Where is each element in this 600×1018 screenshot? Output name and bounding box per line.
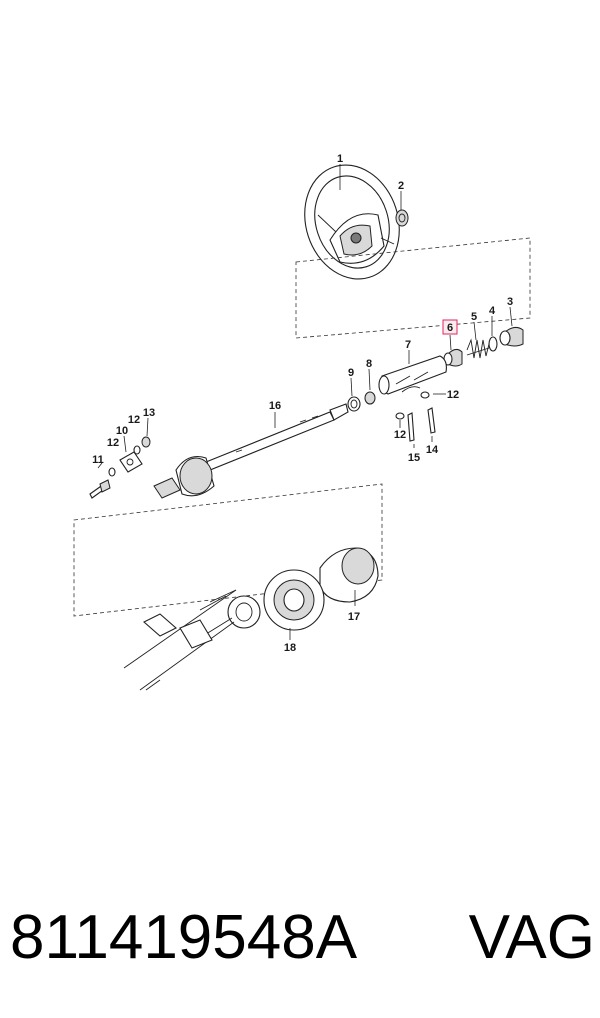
callout-13: 13 (143, 407, 155, 419)
steering-wheel-nut (395, 209, 409, 227)
ring-part-9 (347, 396, 361, 412)
callout-16: 16 (269, 400, 281, 412)
leader-lines (97, 164, 513, 640)
callout-17: 17 (348, 611, 360, 623)
boot-part-17 (319, 547, 379, 603)
part-number: 811419548A (10, 902, 358, 972)
callout-1: 1 (337, 153, 343, 165)
grommet-part-18 (227, 569, 325, 631)
callout-12-right: 12 (447, 389, 459, 401)
spring-part-5 (466, 338, 490, 359)
callout-9: 9 (348, 367, 354, 379)
assembly-frame-bottom (73, 483, 383, 617)
column-tube-part-7 (378, 355, 447, 395)
washer-part-8 (364, 391, 376, 405)
callout-6-highlight-box (442, 319, 458, 335)
washer-part-4 (488, 336, 498, 352)
callout-15: 15 (408, 452, 420, 464)
callout-14: 14 (426, 444, 439, 456)
callout-8: 8 (366, 358, 372, 370)
steering-shaft-part-16 (153, 403, 349, 499)
callout-7: 7 (405, 339, 411, 351)
callout-4: 4 (489, 305, 496, 317)
callout-12-left-top: 12 (128, 414, 140, 426)
joint-parts-10-11-12-13 (89, 436, 151, 499)
small-bolts-12-14-15 (395, 391, 436, 442)
callout-2: 2 (398, 180, 404, 192)
callout-6: 6 (447, 322, 453, 334)
callout-3: 3 (507, 296, 513, 308)
cap-part-3 (499, 326, 524, 347)
callout-12-left: 12 (107, 437, 119, 449)
callout-labels: 1 2 3 4 5 6 7 8 9 12 16 13 12 10 12 12 1… (92, 153, 513, 654)
brand-label: VAG (468, 902, 595, 972)
callout-10: 10 (116, 425, 128, 437)
assembly-frame-top (295, 237, 531, 339)
bush-part-6 (443, 348, 463, 367)
part-caption: 811419548A VAG (10, 892, 595, 982)
lower-shaft-and-rack (123, 589, 237, 691)
callout-11: 11 (92, 454, 104, 466)
callout-12-center: 12 (394, 429, 406, 441)
callout-5: 5 (471, 311, 477, 323)
callout-18: 18 (284, 642, 296, 654)
steering-wheel (304, 164, 400, 280)
